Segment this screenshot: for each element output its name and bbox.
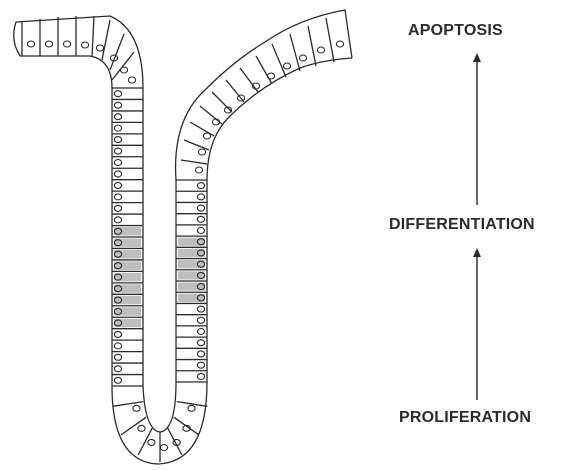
differentiation-label: DIFFERENTIATION bbox=[389, 216, 535, 234]
nucleus bbox=[120, 67, 127, 73]
nucleus bbox=[114, 217, 121, 223]
crypt-cells bbox=[14, 10, 352, 464]
nucleus bbox=[188, 405, 195, 411]
nucleus bbox=[267, 73, 274, 79]
nucleus bbox=[197, 194, 204, 200]
nucleus bbox=[96, 45, 103, 51]
nucleus bbox=[197, 340, 204, 346]
nucleus bbox=[197, 228, 204, 234]
nucleus bbox=[197, 373, 204, 379]
arrow-to-differentiation bbox=[473, 248, 481, 400]
nucleus bbox=[203, 133, 210, 139]
apoptosis-label: APOPTOSIS bbox=[408, 22, 503, 40]
nucleus bbox=[63, 41, 70, 47]
nucleus bbox=[114, 377, 121, 383]
nucleus bbox=[81, 42, 88, 48]
nucleus bbox=[114, 194, 121, 200]
nucleus bbox=[197, 317, 204, 323]
nucleus bbox=[160, 445, 167, 451]
nucleus bbox=[198, 149, 205, 155]
nucleus bbox=[133, 405, 140, 411]
nucleus bbox=[114, 102, 121, 108]
nucleus bbox=[114, 114, 121, 120]
nucleus bbox=[114, 331, 121, 337]
nucleus bbox=[283, 63, 290, 69]
proliferation-label: PROLIFERATION bbox=[399, 409, 531, 427]
left-villus-surface bbox=[14, 16, 143, 88]
nucleus bbox=[114, 366, 121, 372]
nucleus bbox=[114, 354, 121, 360]
nucleus bbox=[27, 41, 34, 47]
nucleus bbox=[299, 55, 306, 61]
left-crypt-wall bbox=[112, 88, 143, 386]
nucleus bbox=[197, 306, 204, 312]
right-crypt-wall bbox=[176, 180, 207, 382]
nucleus bbox=[148, 439, 155, 445]
right-villus-surface bbox=[176, 10, 352, 180]
nucleus bbox=[197, 351, 204, 357]
nucleus bbox=[45, 41, 52, 47]
nucleus bbox=[114, 91, 121, 97]
nucleus bbox=[197, 329, 204, 335]
nucleus bbox=[114, 182, 121, 188]
nucleus bbox=[197, 216, 204, 222]
arrow-to-apoptosis bbox=[473, 53, 481, 205]
crypt-base bbox=[112, 382, 207, 464]
nucleus bbox=[197, 362, 204, 368]
nucleus bbox=[197, 183, 204, 189]
nucleus bbox=[138, 425, 145, 431]
nucleus bbox=[114, 343, 121, 349]
nucleus bbox=[197, 205, 204, 211]
nucleus bbox=[114, 205, 121, 211]
nucleus bbox=[128, 77, 135, 83]
nucleus bbox=[114, 160, 121, 166]
nucleus bbox=[195, 167, 202, 173]
nucleus bbox=[114, 148, 121, 154]
nucleus bbox=[114, 137, 121, 143]
nucleus bbox=[114, 125, 121, 131]
nucleus bbox=[336, 41, 343, 47]
nucleus bbox=[114, 171, 121, 177]
nucleus bbox=[317, 47, 324, 53]
